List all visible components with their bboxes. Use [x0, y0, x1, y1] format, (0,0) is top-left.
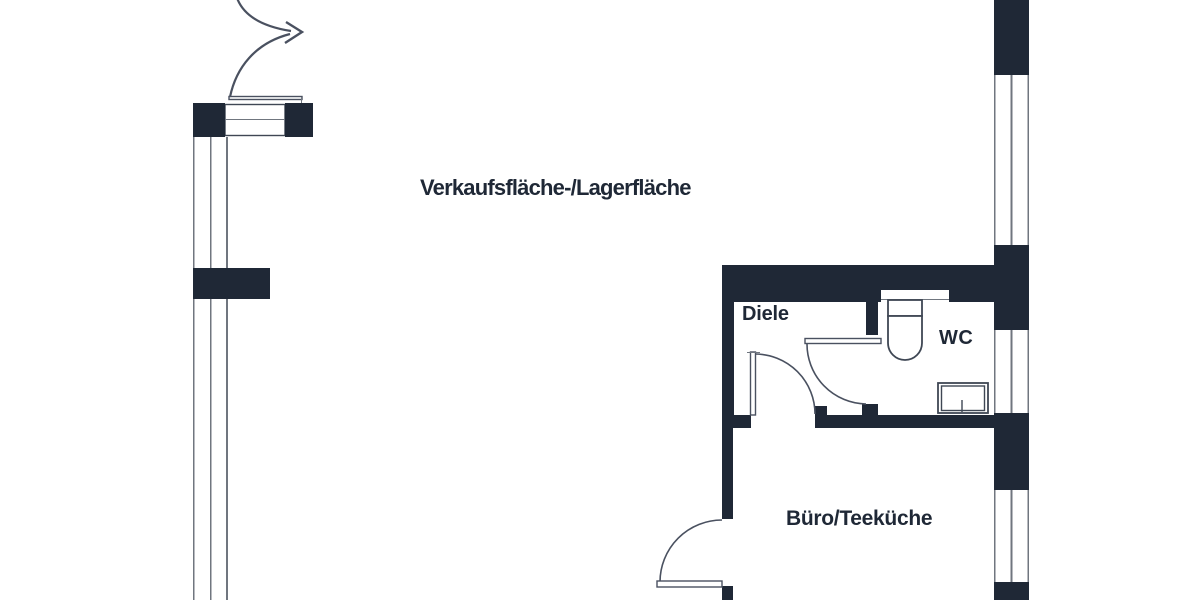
hallway-south-wall-right — [815, 415, 994, 428]
toilet-bowl — [887, 315, 923, 361]
sink-outer — [937, 382, 989, 414]
office-door — [656, 519, 723, 588]
hallway-office-door-leaf — [749, 351, 757, 416]
office-west-wall-lower — [722, 586, 733, 600]
wc-divider-wall — [866, 302, 878, 335]
room-label-wc: WC — [939, 327, 974, 349]
hallway-west-wall — [722, 302, 734, 416]
entrance-wall-left-block — [193, 103, 225, 137]
toilet-cistern — [887, 299, 923, 317]
wc-door — [804, 337, 882, 405]
right-wall-block-2 — [994, 245, 1029, 330]
office-door-arc — [659, 519, 723, 583]
right-wall-block-3 — [994, 413, 1029, 490]
entrance-arrow-head-icon — [284, 20, 305, 45]
left-window-wall — [193, 137, 270, 600]
wc-divider-jamb — [862, 404, 878, 416]
right-exterior-wall — [993, 0, 1030, 600]
wc-door-arc — [806, 342, 867, 405]
hallway-door-strike-jamb — [815, 406, 827, 416]
office-door-leaf — [656, 580, 723, 588]
sink-inner — [940, 385, 986, 412]
entrance-wall — [193, 95, 313, 137]
entrance-wall-right-block — [285, 103, 313, 137]
room-label-sales-storage-area: Verkaufsfläche-/Lagerfläche — [420, 175, 691, 200]
office-walls — [722, 428, 733, 600]
hallway-north-wall — [722, 265, 994, 302]
right-wall-block-1 — [994, 0, 1029, 75]
office-west-wall-upper — [722, 428, 733, 519]
right-wall-block-4 — [994, 582, 1029, 600]
sink-fixture — [937, 382, 989, 414]
hallway-office-door — [747, 351, 816, 416]
room-label-hallway: Diele — [742, 303, 789, 325]
toilet-fixture — [887, 299, 923, 361]
hallway-wc-walls — [722, 265, 994, 428]
entrance-door-leaf — [228, 95, 303, 101]
hallway-south-wall-left — [722, 415, 751, 428]
room-label-office-kitchen: Büro/Teeküche — [786, 507, 933, 530]
hallway-office-door-arc — [754, 353, 816, 415]
entrance-arrow-curve-top — [236, 0, 292, 33]
left-wall-pillar — [193, 268, 270, 299]
entrance-arrow — [228, 0, 305, 98]
entrance-arrow-curve-bottom — [228, 32, 291, 98]
wc-door-leaf — [804, 337, 882, 345]
